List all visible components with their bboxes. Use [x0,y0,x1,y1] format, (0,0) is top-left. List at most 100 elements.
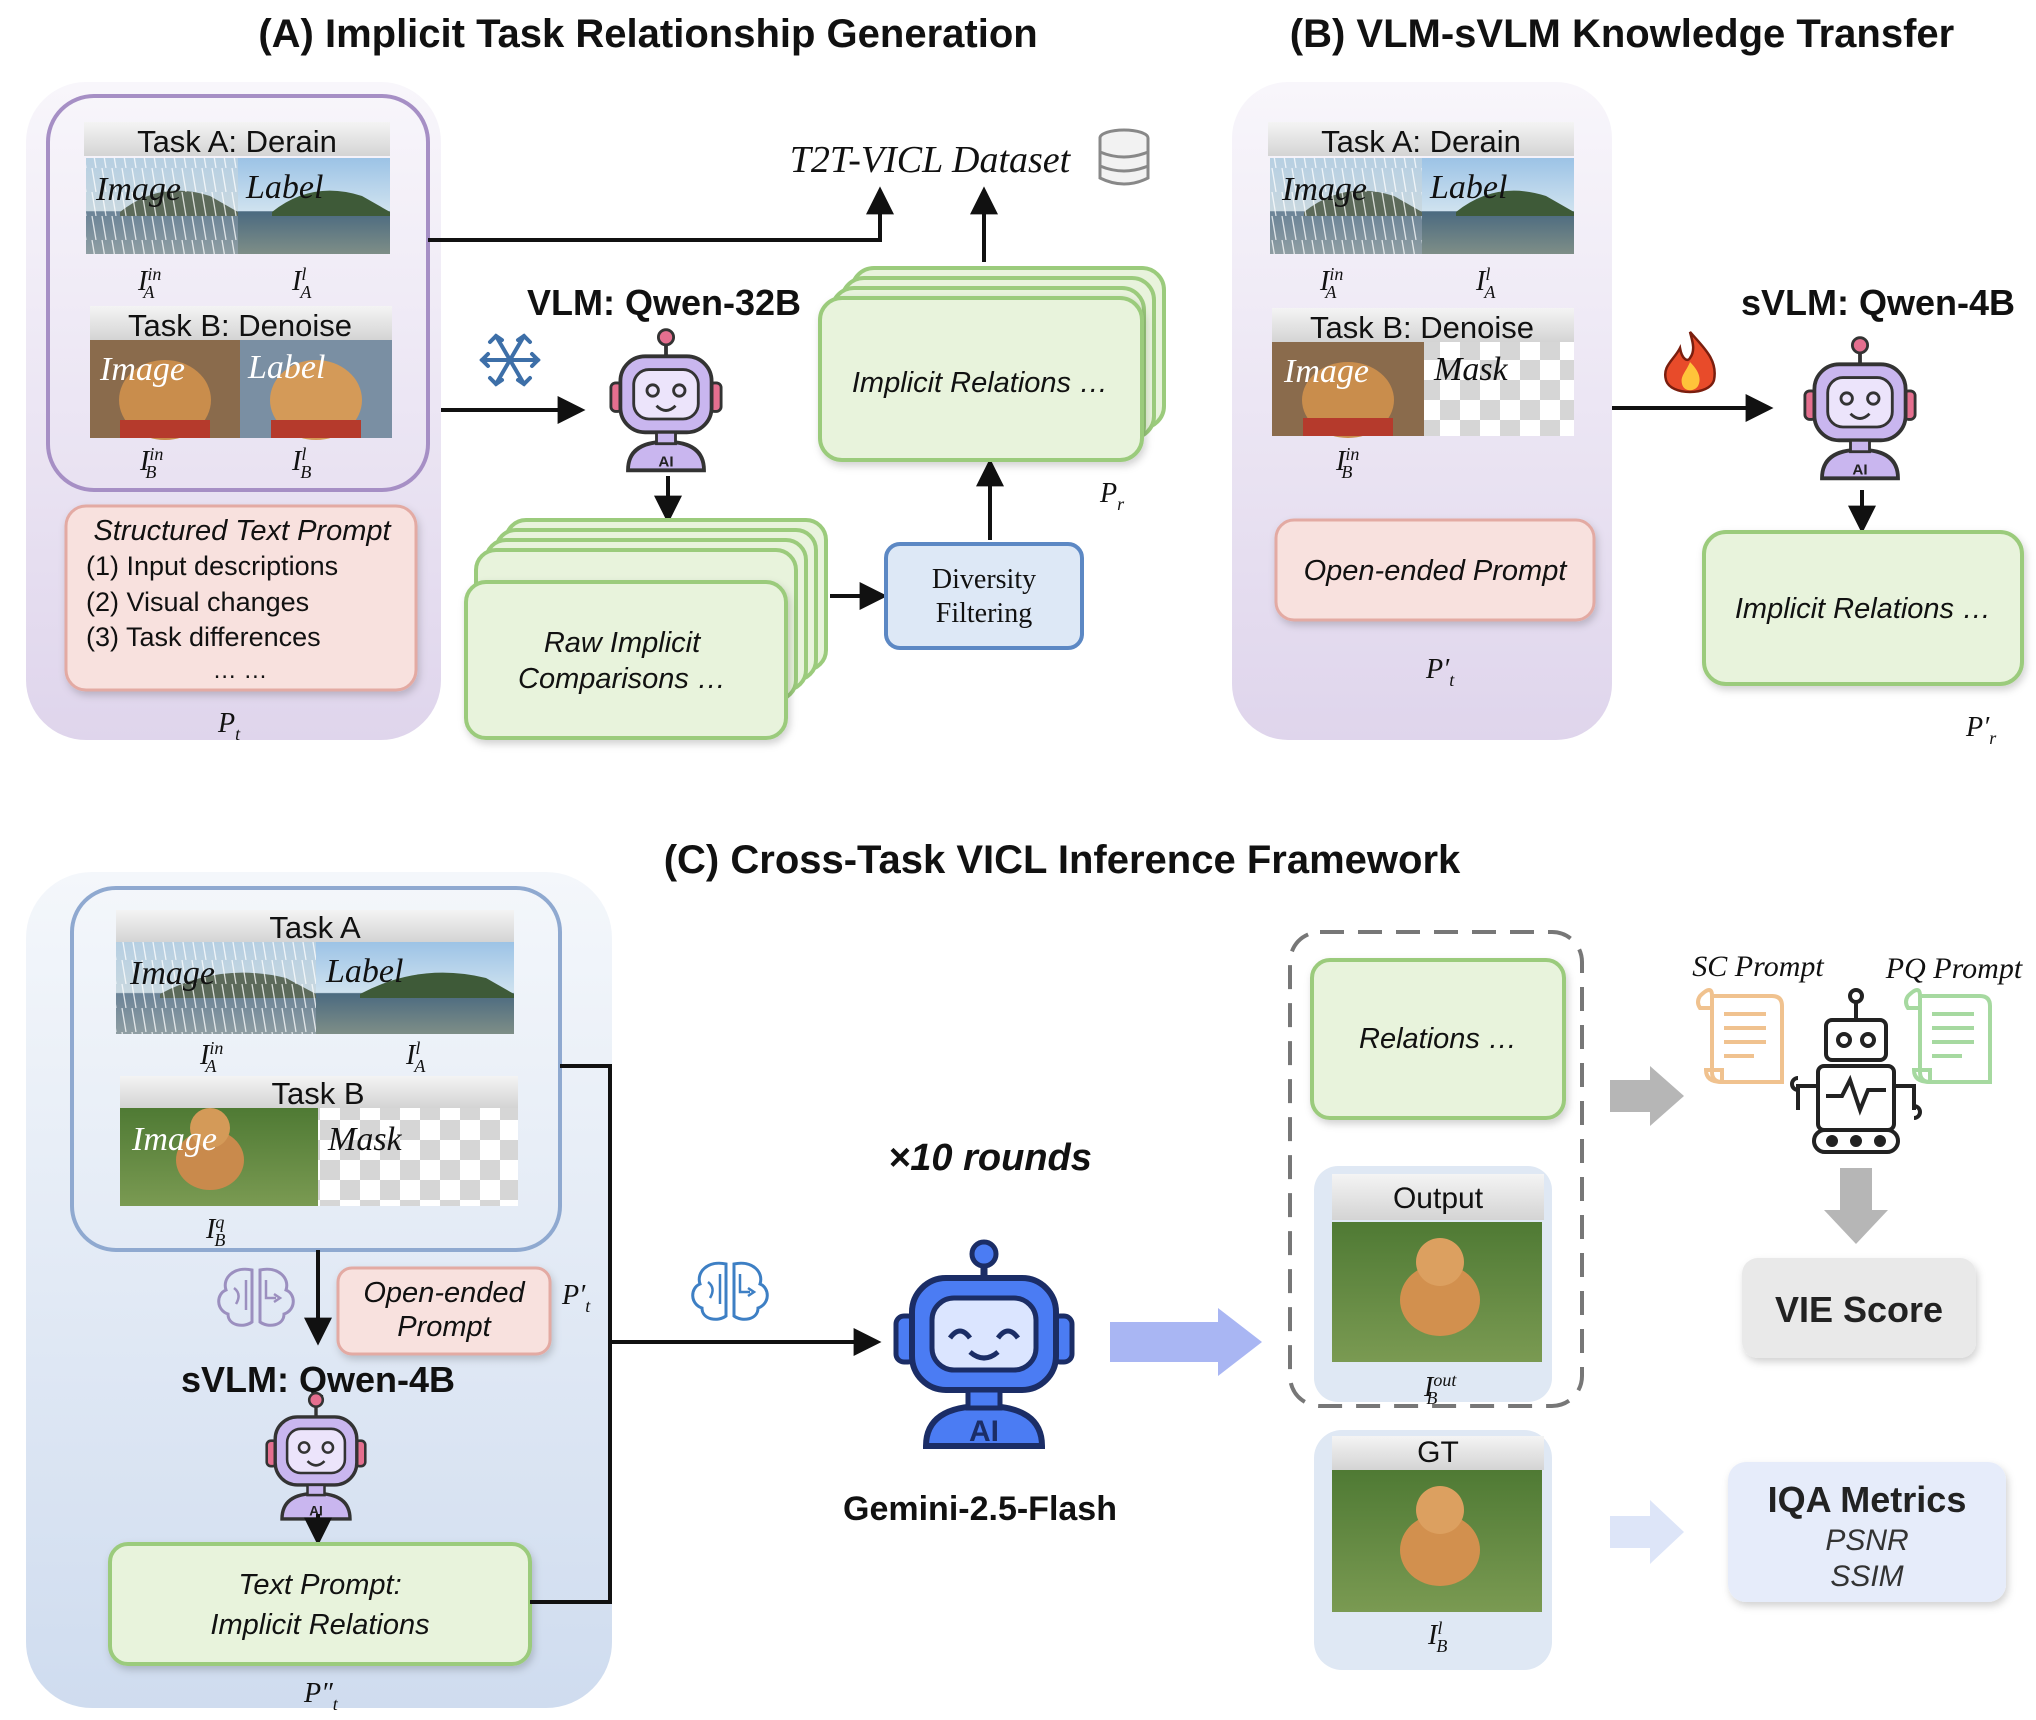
open-ended-prompt-b-text: Open-ended Prompt [1304,555,1569,587]
svg-text:P′t: P′t [1425,654,1455,690]
gray-arrow-to-judge [1610,1066,1684,1126]
iqa-psnr: PSNR [1825,1524,1908,1557]
panel-c-task-a-label-text: Label [325,953,403,990]
scroll-icon-pq [1904,988,1992,1084]
panel-c-open-prompt-line1: Open-ended [363,1277,525,1309]
panel-c-open-prompt-box [336,1266,552,1356]
panel-b-task-a-title: Task A: Derain [1321,124,1521,159]
pq-prompt-label: PQ Prompt [1885,952,2023,985]
svg-text:IlA: IlA [1475,264,1496,302]
panel-a-title: (A) Implicit Task Relationship Generatio… [258,12,1037,56]
implicit-relations-a-text: Implicit Relations … [852,367,1108,399]
svg-text:IlB: IlB [291,444,311,482]
relations-box [1310,958,1566,1120]
vie-score-box [1742,1258,1976,1358]
task-b-title: Task B: Denoise [128,308,352,343]
iqa-title: IQA Metrics [1768,1479,1967,1520]
panel-c-symbol-pt2: P″t [303,1678,339,1714]
output-label: Output [1393,1182,1484,1215]
symbol-pr: Pr [1099,478,1125,514]
implicit-relations-b-box [1702,530,2024,686]
panel-c-task-b-title: Task B [271,1076,364,1111]
task-b-image-text: Image [99,351,185,388]
task-a-image-text: Image [95,171,181,208]
database-icon [1098,128,1150,186]
judge-robot-icon [1790,988,1922,1154]
svlm-title-b: sVLM: Qwen-4B [1741,282,2015,323]
gt-label: GT [1417,1436,1459,1469]
svg-text:P′r: P′r [1965,712,1997,748]
task-a-label-text: Label [245,169,323,206]
iqa-ssim: SSIM [1830,1560,1903,1593]
prompt-item-2: (2) Visual changes [86,587,309,617]
implicit-relations-stack-a: Implicit Relations … [818,266,1166,462]
gray-arrow-down [1824,1168,1888,1244]
panel-c-connectors [530,1064,882,1604]
prompt-item-3: (3) Task differences [86,622,321,652]
sc-prompt-label: SC Prompt [1692,950,1824,983]
panel-a-task-frame [46,94,430,492]
text-prompt-line1: Text Prompt: [238,1569,401,1601]
vlm-title: VLM: Qwen-32B [527,282,801,323]
svg-text:Pt: Pt [217,708,241,744]
svg-text:Pr: Pr [1099,478,1125,514]
scroll-icon-sc [1696,988,1784,1084]
prompt-item-4: … … [213,657,268,684]
panel-b-task-b-mask-image [1424,342,1574,436]
big-arrow-to-results [1110,1308,1262,1376]
panel-c-task-a-tab [116,910,514,942]
panel-b-title: (B) VLM-sVLM Knowledge Transfer [1290,12,1955,56]
diversity-line2: Filtering [936,598,1032,629]
panel-c-open-prompt-line2: Prompt [397,1311,492,1343]
open-ended-prompt-box-b [1274,518,1596,622]
structured-prompt-title: Structured Text Prompt [93,515,392,547]
panel-b-task-b-tab [1272,308,1574,342]
gemini-label: Gemini-2.5-Flash [843,1490,1117,1528]
svg-text:IlA: IlA [405,1038,426,1076]
panel-b-symbol-pr: P′r [1965,712,1997,748]
task-a-tab [84,122,390,156]
rounds-label: ×10 rounds [888,1137,1092,1179]
panel-c-task-b-image-text: Image [131,1121,217,1158]
panel-c-task-b-tab [120,1076,518,1108]
relations-text: Relations … [1359,1023,1517,1055]
panel-c-task-a-image-text: Image [129,955,215,992]
task-b-tab [90,306,392,340]
task-b-label-text: Label [247,349,325,386]
structured-prompt-box [64,504,418,692]
svg-text:IqB: IqB [205,1212,225,1250]
raw-comparisons-line1: Raw Implicit [544,627,702,659]
raw-comparisons-stack: Raw Implicit Comparisons … [464,518,828,740]
symbol-pt: Pt [217,708,241,744]
fire-icon [1663,331,1716,394]
panel-b-task-b-image-text: Image [1283,353,1369,390]
panel-b-task-a-image-text: Image [1281,171,1367,208]
panel-c-task-b-mask-image [318,1108,518,1206]
raw-comparisons-line2: Comparisons … [518,663,726,695]
panel-b-task-a-tab [1268,122,1574,156]
vie-score-label: VIE Score [1775,1289,1943,1330]
output-tab [1332,1174,1544,1220]
panel-b-symbol-pt: P′t [1425,654,1455,690]
svg-text:P′t: P′t [561,1280,591,1316]
panel-b-task-a-label-text: Label [1429,169,1507,206]
prompt-item-1: (1) Input descriptions [86,551,338,581]
diversity-line1: Diversity [932,564,1036,595]
panel-c-symbol-pt: P′t [561,1280,591,1316]
